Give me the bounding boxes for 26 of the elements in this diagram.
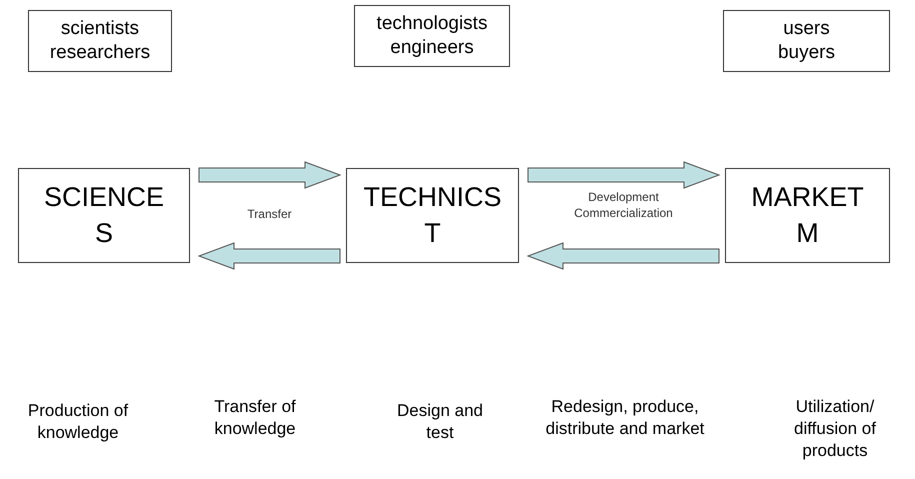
text-box bbox=[346, 168, 519, 263]
block-arrow bbox=[198, 242, 340, 270]
box-text: technologists engineers bbox=[376, 12, 488, 60]
box-title: T bbox=[424, 216, 441, 250]
stage-description: Utilization/ diffusion of products bbox=[793, 396, 877, 462]
stage-description: Design and test bbox=[396, 400, 484, 444]
edge-label: Transfer bbox=[247, 207, 292, 223]
box-title: S bbox=[94, 216, 113, 250]
text-box bbox=[725, 168, 890, 263]
text-box bbox=[723, 10, 890, 72]
box-title: SCIENCE bbox=[44, 181, 164, 214]
block-arrow bbox=[198, 161, 342, 189]
stage-description: Production of knowledge bbox=[26, 400, 130, 444]
box-text: scientists researchers bbox=[48, 17, 152, 65]
text-box bbox=[28, 10, 172, 72]
box-title: M bbox=[796, 216, 819, 250]
block-arrow bbox=[528, 161, 720, 189]
box-text: users buyers bbox=[776, 17, 836, 65]
stage-description: Transfer of knowledge bbox=[213, 396, 297, 440]
box-title: TECHNICS bbox=[363, 181, 502, 214]
block-arrow bbox=[526, 242, 720, 270]
edge-label: Development Commercialization bbox=[573, 190, 674, 222]
text-box bbox=[354, 5, 510, 67]
text-box bbox=[18, 168, 190, 263]
box-title: MARKET bbox=[751, 181, 864, 214]
stage-description: Redesign, produce, distribute and market bbox=[544, 396, 706, 440]
